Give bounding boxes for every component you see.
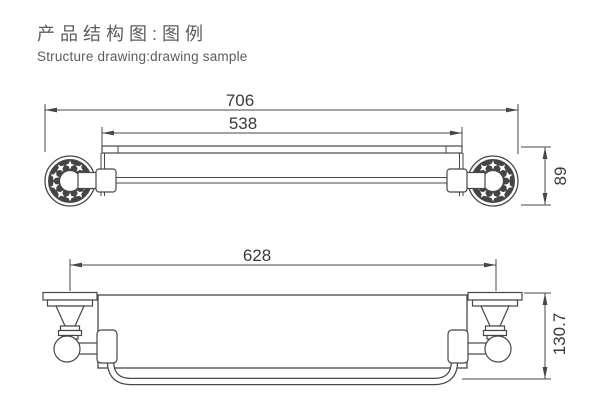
- dim-130-7: 130.7: [462, 292, 569, 380]
- dim-706: 706: [44, 91, 519, 154]
- front-view-drawing: 628 130.7: [42, 246, 569, 386]
- dim-538-label: 538: [229, 114, 257, 133]
- shelf-top-edge: [101, 145, 463, 154]
- dim-538: 538: [101, 114, 463, 148]
- title-chinese: 产品结构图:图例: [37, 24, 209, 44]
- title-english: Structure drawing:drawing sample: [37, 49, 248, 64]
- dim-89: 89: [521, 146, 570, 206]
- towel-rail: [106, 348, 459, 386]
- dim-130-7-label: 130.7: [550, 313, 569, 356]
- glass-shelf: [97, 294, 468, 369]
- top-view-drawing: 706 538 89: [45, 91, 570, 206]
- dim-628-label: 628: [243, 246, 271, 265]
- right-flange: [447, 156, 518, 206]
- dim-89-label: 89: [551, 167, 570, 186]
- left-mount: [42, 291, 118, 364]
- right-mount: [447, 291, 523, 364]
- left-flange: [45, 156, 116, 206]
- dim-706-label: 706: [226, 91, 254, 110]
- page-header: 产品结构图:图例 Structure drawing:drawing sampl…: [37, 20, 248, 64]
- dim-628: 628: [69, 246, 497, 291]
